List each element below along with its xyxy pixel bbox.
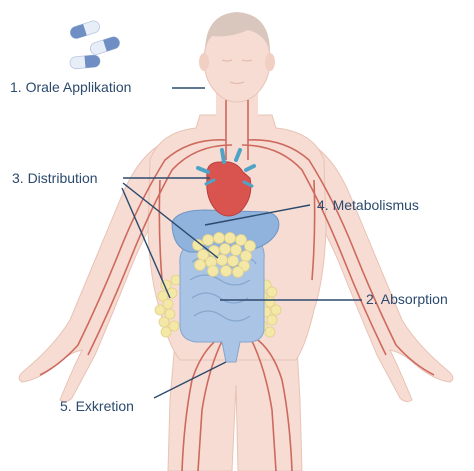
pills-icon <box>69 19 121 69</box>
label-excretion: 5. Exkretion <box>60 398 134 414</box>
label-metabolism: 4. Metabolismus <box>317 197 419 213</box>
label-distribution: 3. Distribution <box>12 170 98 186</box>
label-absorption: 2. Absorption <box>366 291 448 307</box>
label-oral-application: 1. Orale Applikation <box>10 79 131 95</box>
